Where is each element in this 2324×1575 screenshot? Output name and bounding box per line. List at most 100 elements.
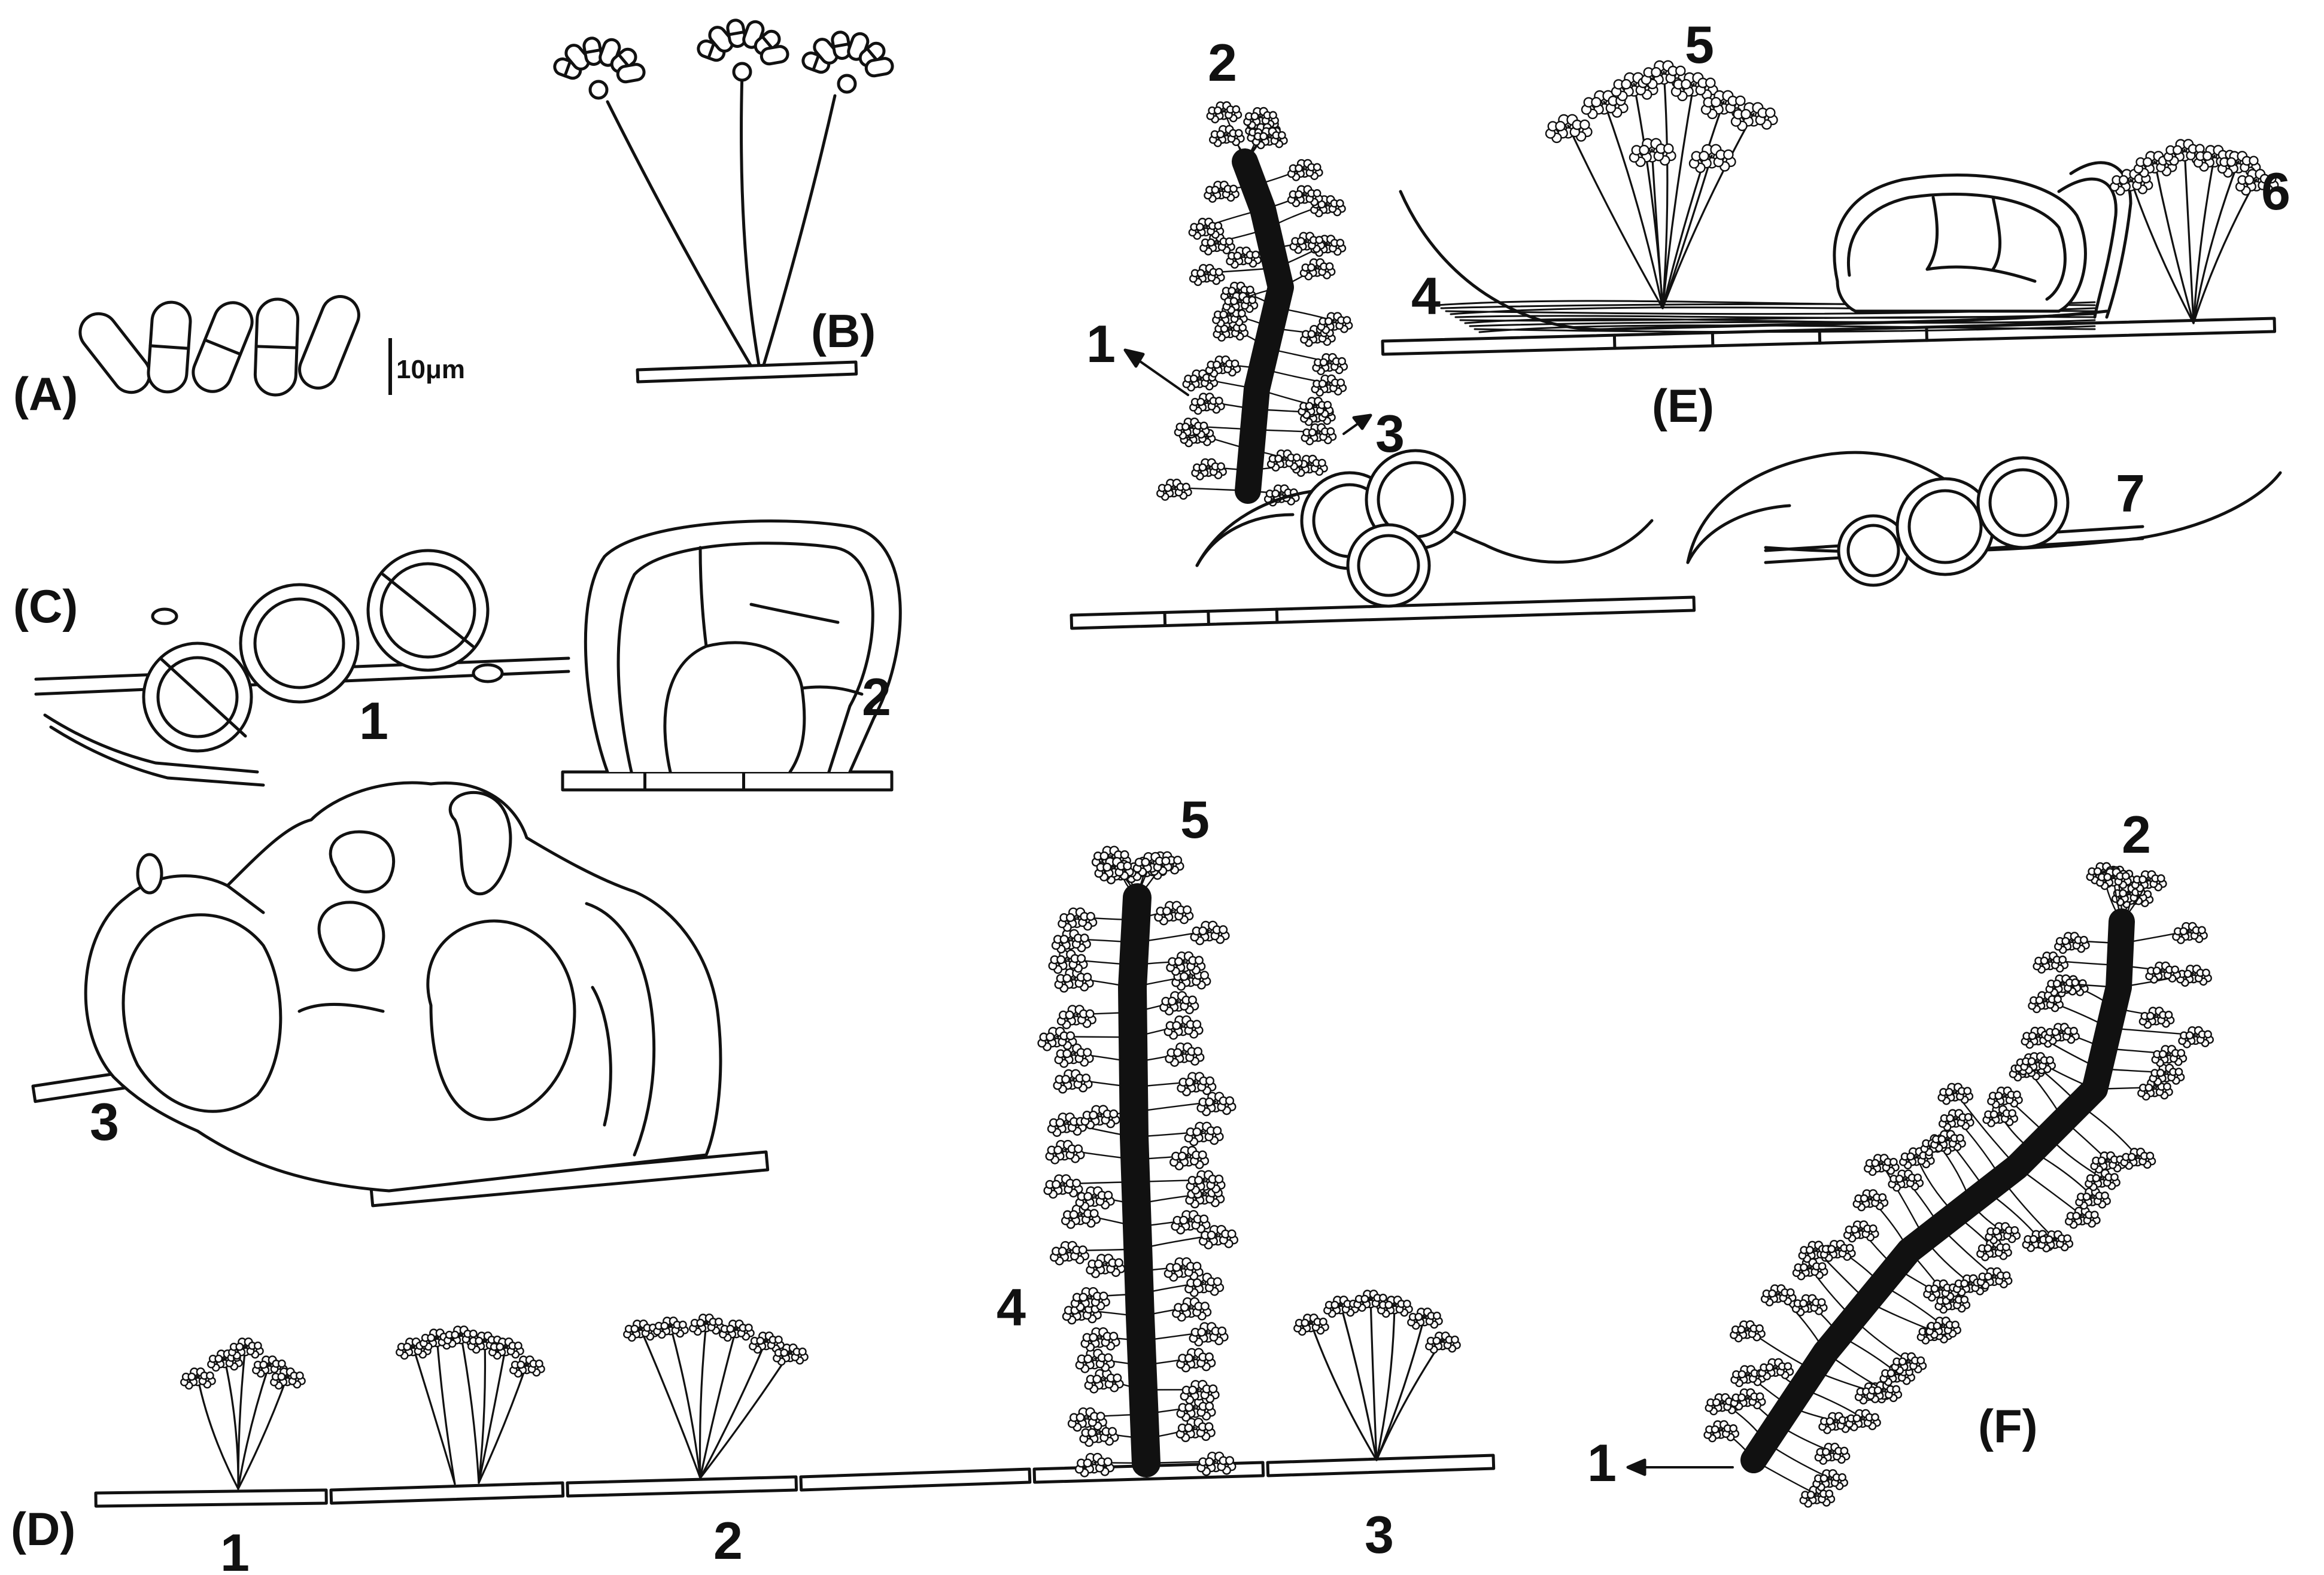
conidium <box>1315 236 1324 244</box>
conidium <box>1994 1091 2003 1100</box>
conidium <box>2046 1056 2054 1065</box>
conidium-septum <box>148 344 190 350</box>
conidium <box>1232 105 1241 114</box>
conidium <box>1663 143 1674 154</box>
cell-wall <box>663 641 806 774</box>
conidium <box>1055 1118 1065 1127</box>
conidium <box>1245 285 1254 294</box>
conidial-head <box>2258 174 2279 194</box>
synnema-stalk <box>1232 148 1294 504</box>
conidium <box>726 1324 735 1333</box>
conidium <box>2202 151 2213 161</box>
conidial-head <box>1241 296 1259 313</box>
conidium <box>1234 129 1243 138</box>
conidium-wall <box>564 44 590 71</box>
conidium <box>1838 1473 1846 1482</box>
conidium <box>756 1336 765 1345</box>
conidial-head <box>1075 1191 1095 1211</box>
panel-d-synnema <box>1037 846 1239 1477</box>
conidium <box>1384 1300 1393 1309</box>
phialide-cluster <box>588 80 609 100</box>
conidium <box>780 1348 789 1357</box>
coil <box>156 656 239 738</box>
conidium <box>760 45 789 66</box>
conidial-head <box>1186 956 1206 975</box>
conidial-head <box>246 1341 264 1359</box>
coil <box>253 597 345 689</box>
conidiophore-stalk <box>1375 1339 1444 1461</box>
conidium <box>2174 1068 2183 1076</box>
conidium <box>1729 1424 1738 1433</box>
conidial-head <box>1838 1243 1856 1261</box>
conidial-head <box>2003 1226 2021 1243</box>
conidium <box>2070 1026 2078 1035</box>
conidial-head <box>1165 1048 1184 1067</box>
conidial-head <box>2138 1151 2156 1169</box>
panel-d-base <box>94 1454 1496 1508</box>
panel-a-conidia <box>78 295 360 397</box>
callout-e2: 2 <box>1208 33 1237 92</box>
conidial-head <box>1090 1291 1110 1311</box>
conidial-head <box>1207 267 1225 285</box>
conidium <box>1819 1474 1828 1483</box>
septum <box>159 656 247 738</box>
conidium <box>1180 972 1189 981</box>
conidium <box>1432 1311 1441 1320</box>
conidial-head <box>270 1372 288 1390</box>
conidium <box>1205 1401 1214 1411</box>
hyphal-strip <box>94 1488 328 1508</box>
conidial-head <box>1748 1392 1766 1410</box>
conidium <box>2119 889 2127 898</box>
cell-wall <box>591 986 612 1127</box>
conidium <box>1074 1144 1083 1154</box>
conidium <box>2072 1212 2081 1220</box>
conidium <box>1104 1190 1113 1200</box>
conidium <box>2044 1235 2053 1244</box>
conidial-head <box>1114 861 1134 880</box>
conidial-head <box>1721 1424 1740 1442</box>
conidium <box>1231 359 1240 368</box>
conidium <box>564 44 590 71</box>
conidial-head <box>719 1324 737 1342</box>
conidium <box>1960 1279 1969 1288</box>
conidial-head <box>2157 1011 2175 1028</box>
conidium <box>1301 1318 1310 1327</box>
conidium <box>1120 850 1129 859</box>
conidial-head <box>1425 1311 1443 1329</box>
conidial-head <box>1833 1446 1851 1464</box>
callout-c3: 3 <box>90 1092 119 1151</box>
conidium <box>1817 1298 1826 1307</box>
hyphal-strip <box>561 770 894 792</box>
conidium <box>1227 1229 1237 1239</box>
conidiophore-stalk <box>436 1336 456 1485</box>
conidial-head <box>1227 129 1245 147</box>
conidial-head <box>207 1354 225 1372</box>
conidium <box>1277 131 1286 139</box>
conidium <box>831 31 852 60</box>
conidium <box>2010 1226 2019 1235</box>
conidial-head <box>1909 1356 1927 1374</box>
conidial-head <box>1204 186 1222 203</box>
conidial-head <box>509 1360 527 1378</box>
conidium <box>1192 1261 1202 1271</box>
conidial-head <box>1318 262 1336 279</box>
conidium <box>1414 1312 1423 1321</box>
conidiophore-stalk <box>699 1351 791 1479</box>
conidiophore-stalk <box>1567 124 1664 309</box>
conidial-head <box>1174 905 1194 925</box>
conidial-head <box>1048 955 1068 974</box>
conidium <box>1173 856 1183 865</box>
callout-e5: 5 <box>1685 15 1714 74</box>
conidial-head <box>1713 149 1736 172</box>
conidium <box>1229 297 1238 306</box>
conidium <box>1083 972 1092 982</box>
conidial-head <box>1205 1277 1225 1296</box>
conidial-head <box>1071 934 1091 953</box>
conidium <box>496 1342 505 1351</box>
conidial-head <box>1810 1298 1828 1315</box>
conidium <box>1196 397 1205 406</box>
conidium <box>1251 250 1260 259</box>
conidial-head <box>1200 1384 1220 1403</box>
conidium <box>1946 1114 1955 1123</box>
